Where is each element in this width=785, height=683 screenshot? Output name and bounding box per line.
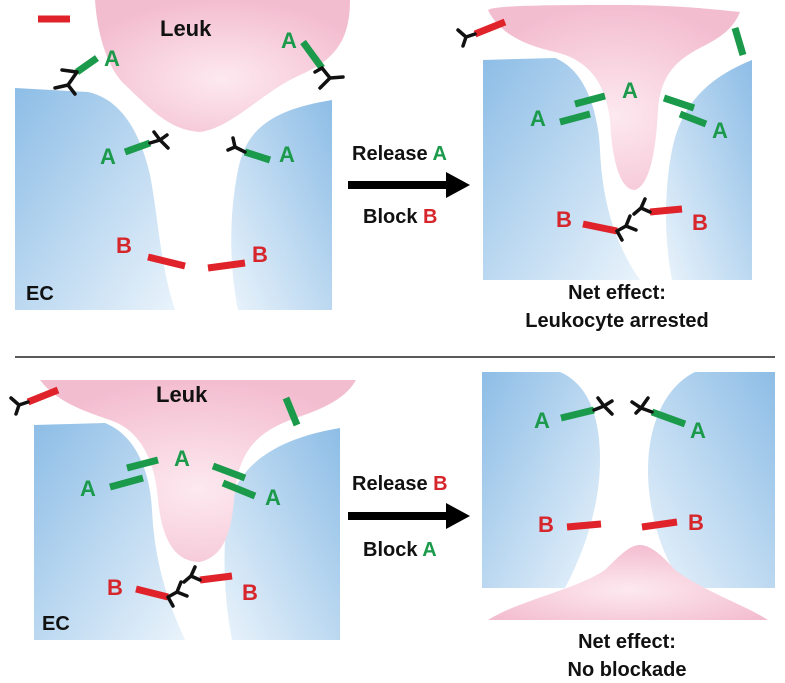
antibody-icon	[226, 136, 247, 154]
molecule-b-label: B	[252, 242, 268, 267]
bottom-right-panel: A A B B Net effect: No blockade	[482, 372, 775, 681]
molecule-a-label: A	[281, 28, 297, 53]
block-text: Block B	[363, 206, 437, 228]
release-text: Release B	[352, 473, 448, 495]
molecule-b-label: B	[107, 575, 123, 600]
endothelial-cell-right	[231, 100, 332, 310]
molecule-b-bar	[199, 572, 233, 584]
molecule-a-label: A	[279, 142, 295, 167]
arrow-head-icon	[446, 172, 470, 198]
ec-label: EC	[26, 283, 54, 305]
endothelial-cell-left	[15, 88, 175, 310]
molecule-a-bar	[282, 396, 301, 427]
endothelial-cell-right	[648, 372, 775, 588]
leukocyte	[40, 380, 356, 562]
top-left-panel: Leuk EC A A A A B B	[15, 0, 350, 310]
leukocyte	[488, 545, 768, 620]
molecule-a-label: A	[622, 78, 638, 103]
molecule-a-label: A	[80, 476, 96, 501]
molecule-a-bar	[731, 27, 747, 56]
bottom-left-panel: Leuk EC A A A B B	[9, 380, 356, 640]
molecule-a-bar	[126, 456, 159, 472]
block-text: Block A	[363, 539, 437, 561]
molecule-a-bar	[123, 139, 152, 156]
result-line-1: Net effect:	[568, 282, 666, 304]
molecule-a-bar	[211, 462, 247, 482]
molecule-b-label: B	[116, 233, 132, 258]
antibody-icon	[630, 396, 654, 415]
endothelial-cell-right	[666, 60, 752, 280]
antibody-icon	[456, 28, 477, 48]
molecule-a-bar	[300, 39, 325, 71]
molecule-a-bar	[574, 92, 606, 108]
antibody-icon	[182, 565, 202, 584]
molecule-a-label: A	[104, 46, 120, 71]
result-line-1: Net effect:	[578, 631, 676, 653]
endothelial-cell-left	[34, 423, 185, 640]
molecule-b-bar	[641, 518, 678, 531]
release-text: Release A	[352, 143, 447, 165]
molecule-a-label: A	[100, 144, 116, 169]
molecule-b-bar	[147, 253, 186, 270]
molecule-a-label: A	[534, 408, 550, 433]
molecule-b-label: B	[556, 207, 572, 232]
result-line-2: Leukocyte arrested	[525, 310, 708, 332]
molecule-b-bar	[649, 205, 683, 216]
molecule-b-bar	[473, 18, 507, 38]
endothelial-cell-left	[482, 372, 600, 588]
antibody-icon	[53, 68, 79, 96]
leukocyte	[95, 0, 350, 132]
antibody-icon	[166, 580, 189, 608]
molecule-a-label: A	[265, 485, 281, 510]
result-line-2: No blockade	[568, 659, 687, 681]
molecule-b-bar	[566, 520, 602, 531]
molecule-b-bar	[26, 386, 60, 406]
molecule-a-label: A	[712, 118, 728, 143]
leukocyte	[488, 5, 740, 190]
molecule-a-label: A	[530, 106, 546, 131]
antibody-icon	[9, 396, 30, 416]
arrow-head-icon	[446, 503, 470, 529]
top-arrow-group: Release A Block B	[348, 143, 470, 228]
antibody-icon	[632, 197, 652, 216]
molecule-a-bar	[650, 408, 687, 428]
molecule-a-bar	[678, 110, 708, 128]
antibody-icon	[592, 396, 614, 416]
molecule-a-bar	[662, 94, 696, 112]
molecule-b-bar	[582, 220, 618, 235]
leuk-label: Leuk	[160, 16, 212, 41]
molecule-a-bar	[74, 55, 100, 75]
top-right-panel: A A A B B Net effect: Leukocyte arrested	[456, 5, 752, 332]
molecule-a-bar	[559, 110, 591, 126]
molecule-b-label: B	[688, 510, 704, 535]
molecule-a-label: A	[690, 418, 706, 443]
molecule-a-bar	[221, 479, 257, 500]
bottom-arrow-group: Release B Block A	[348, 473, 470, 561]
molecule-a-bar	[109, 474, 144, 491]
molecule-a-bar	[243, 148, 272, 164]
molecule-a-label: A	[174, 446, 190, 471]
molecule-b-label: B	[692, 210, 708, 235]
molecule-b-label: B	[538, 512, 554, 537]
leuk-label: Leuk	[156, 382, 208, 407]
molecule-b-bar	[207, 259, 246, 272]
antibody-icon	[313, 66, 345, 90]
ec-label: EC	[42, 613, 70, 635]
antibody-icon	[148, 130, 170, 150]
molecule-b-bar	[135, 585, 169, 601]
antibody-icon	[615, 214, 638, 242]
endothelial-cell-right	[224, 428, 340, 640]
molecule-b-label: B	[242, 580, 258, 605]
molecule-a-bar	[560, 406, 595, 422]
